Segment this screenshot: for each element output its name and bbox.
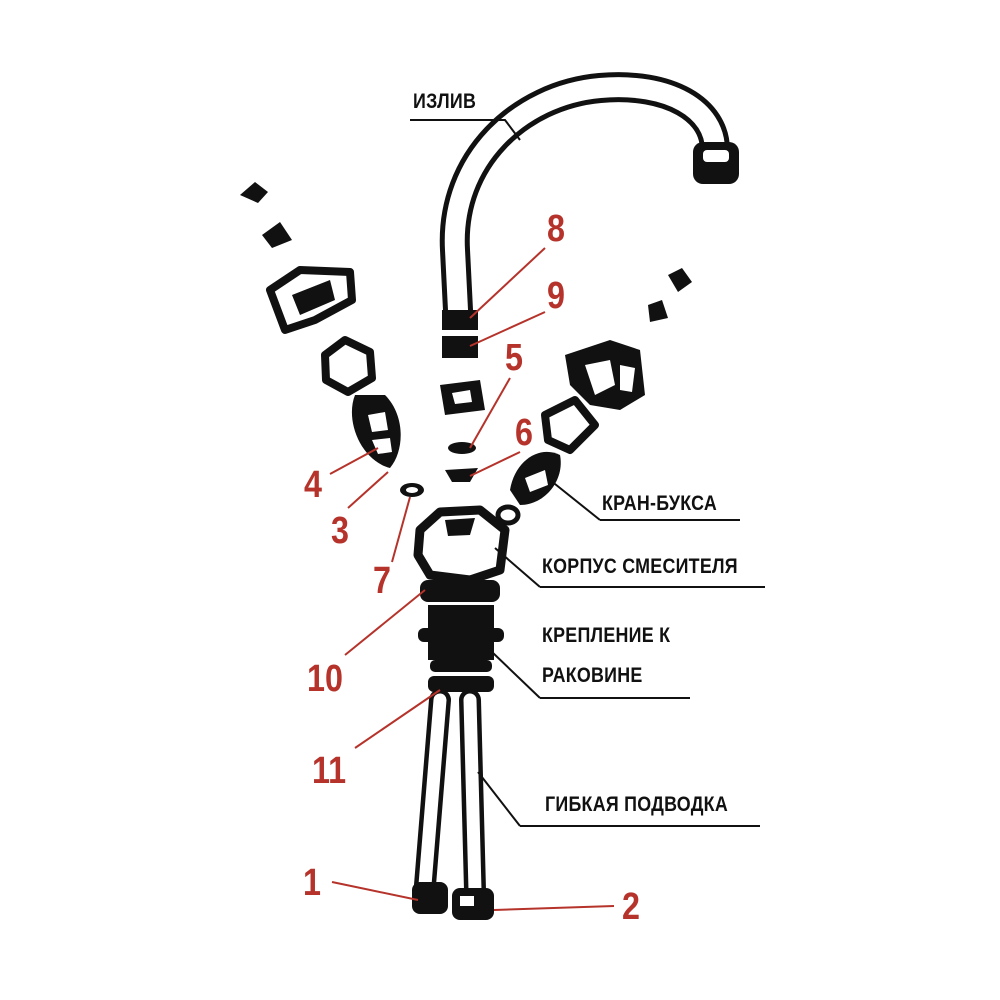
part-9-ring (442, 336, 478, 358)
label-sink-mount-2: РАКОВИНЕ (542, 664, 643, 687)
number-2: 2 (622, 886, 640, 928)
leader-hose (477, 771, 760, 827)
number-7: 7 (373, 560, 391, 602)
leader-valve (549, 479, 740, 521)
number-10: 10 (307, 658, 343, 700)
label-valve-cartridge: КРАН-БУКСА (602, 492, 718, 515)
leader-4 (329, 447, 379, 475)
leader-9 (469, 311, 546, 347)
cap-small-4 (648, 300, 668, 322)
leader-body (494, 547, 765, 588)
part-11-nut (428, 676, 494, 692)
leader-10 (344, 589, 426, 656)
leader-3 (347, 471, 389, 509)
leader-spout (410, 119, 521, 141)
label-sink-mount-1: КРЕПЛЕНИЕ К (542, 624, 671, 647)
part-8-ring (442, 310, 478, 330)
number-1: 1 (303, 862, 321, 904)
leader-5 (469, 377, 511, 449)
label-mixer-body: КОРПУС СМЕСИТЕЛЯ (542, 555, 738, 578)
number-11: 11 (312, 750, 347, 792)
leader-2 (493, 905, 615, 911)
number-9: 9 (547, 275, 565, 317)
label-flexible-hose: ГИБКАЯ ПОДВОДКА (545, 793, 728, 816)
leader-mount (491, 651, 690, 699)
number-5: 5 (505, 337, 523, 379)
leader-11 (354, 689, 441, 749)
number-6: 6 (515, 412, 533, 454)
cap-small-3 (668, 268, 692, 292)
right-adapter (541, 396, 599, 454)
label-spout: ИЗЛИВ (413, 90, 477, 113)
part-6-washer (448, 442, 476, 454)
part-6-gasket (445, 468, 478, 482)
left-adapter (321, 336, 376, 396)
leader-8 (469, 247, 546, 319)
part-10-gasket (420, 580, 500, 602)
part-1-fitting (412, 882, 448, 914)
number-3: 3 (331, 510, 349, 552)
leader-1 (331, 881, 419, 901)
cap-small-1 (240, 182, 268, 203)
cap-small-2 (262, 222, 292, 248)
mixer-body (413, 505, 510, 585)
spout-nozzle (693, 142, 739, 184)
number-8: 8 (547, 208, 565, 250)
leader-7 (391, 496, 411, 563)
number-4: 4 (304, 464, 322, 506)
leader-6 (469, 451, 521, 477)
